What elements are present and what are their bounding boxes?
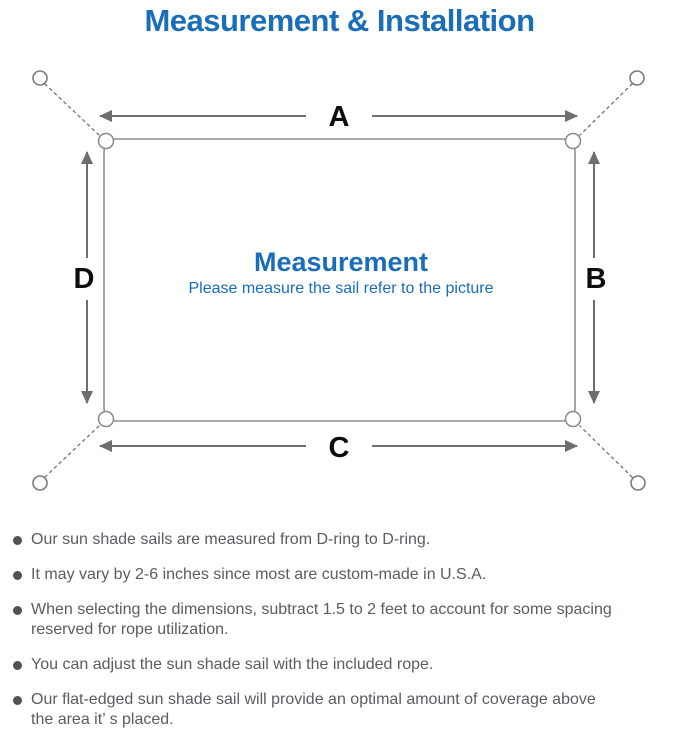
sail-outline (103, 138, 576, 422)
note-text: You can adjust the sun shade sail with t… (31, 656, 434, 673)
dimension-arrows (81, 110, 600, 452)
rope-dashed-line-bottom-right (579, 425, 633, 478)
note-text: When selecting the dimensions, subtract … (31, 601, 612, 638)
rope-dashed-line-top-right (579, 83, 633, 136)
anchor-circle-bottom-left (32, 475, 48, 491)
anchor-circle-top-right (629, 70, 645, 86)
note-text: Our flat-edged sun shade sail will provi… (31, 691, 596, 728)
d-ring-icon (564, 132, 582, 150)
bullet-icon (13, 606, 22, 615)
bullet-icon (13, 571, 22, 580)
list-item: Our sun shade sails are measured from D-… (13, 530, 671, 550)
list-item: You can adjust the sun shade sail with t… (13, 655, 671, 675)
list-item: It may vary by 2-6 inches since most are… (13, 565, 671, 585)
note-text: Our sun shade sails are measured from D-… (31, 531, 431, 548)
measurement-diagram: A B C D Measurement Please measure the s… (32, 70, 646, 491)
dimension-label-b: B (586, 263, 607, 295)
anchor-points (32, 70, 646, 491)
bullet-icon (13, 661, 22, 670)
list-item: When selecting the dimensions, subtract … (13, 600, 671, 640)
anchor-circle-bottom-right (630, 475, 646, 491)
dimension-label-a: A (329, 101, 350, 133)
list-item: Our flat-edged sun shade sail will provi… (13, 690, 671, 730)
rope-lines (44, 83, 633, 478)
page-title: Measurement & Installation (144, 3, 535, 38)
d-ring-icon (564, 410, 582, 428)
note-text: It may vary by 2-6 inches since most are… (31, 566, 487, 583)
corner-d-rings (97, 132, 582, 428)
rope-dashed-line-top-left (44, 83, 100, 136)
notes-list: Our sun shade sails are measured from D-… (13, 530, 671, 739)
dimension-label-c: C (329, 432, 350, 464)
bullet-icon (13, 696, 22, 705)
diagram-center-title: Measurement (254, 247, 428, 277)
diagram-center-subtitle: Please measure the sail refer to the pic… (188, 280, 493, 297)
d-ring-icon (97, 410, 115, 428)
rope-dashed-line-bottom-left (44, 425, 100, 478)
anchor-circle-top-left (32, 70, 48, 86)
d-ring-icon (97, 132, 115, 150)
bullet-icon (13, 536, 22, 545)
dimension-label-d: D (74, 263, 95, 295)
